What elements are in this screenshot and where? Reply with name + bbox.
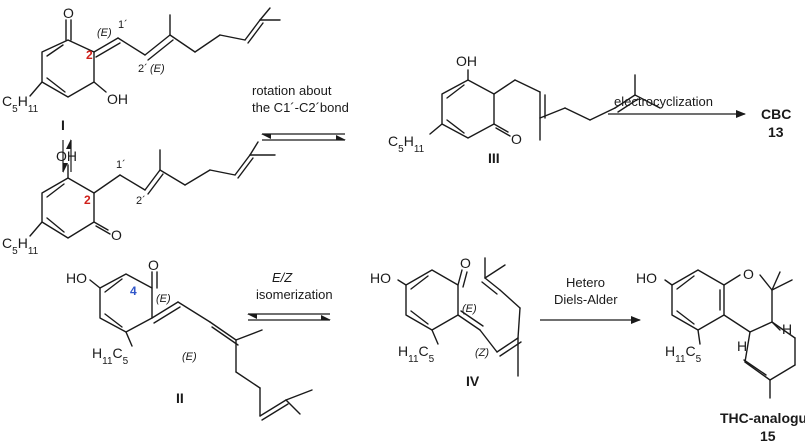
compound-I-rotamer-ketone: O xyxy=(111,227,122,243)
cbc-name: CBC xyxy=(761,106,791,122)
compound-I-rotamer-locant-2: 2´ xyxy=(136,195,146,207)
thc-hydrogen-bottom: H xyxy=(737,338,747,354)
electrocyclization-label: electrocyclization xyxy=(614,94,713,109)
compound-II-stereo-1: (E) xyxy=(156,293,171,305)
hda-label-line-2: Diels-Alder xyxy=(554,292,618,307)
compound-I-rotamer-ring-position: 2 xyxy=(84,193,91,207)
rotation-equilibrium: rotation about the C1´-C2´bond xyxy=(252,83,349,141)
compound-II-ring-position: 4 xyxy=(130,284,137,298)
rotation-label-line-1: rotation about xyxy=(252,83,332,98)
compound-I-stereo-1: (E) xyxy=(97,27,112,39)
compound-IV-pentyl: H11C5 xyxy=(398,343,435,365)
thc-name: THC-analogue xyxy=(720,410,805,426)
compound-III-hydroxyl: OH xyxy=(456,53,477,69)
isomerization-equilibrium: E/Z isomerization xyxy=(247,270,333,321)
compound-II-label: II xyxy=(176,390,184,406)
isomerization-label-line-1: E/Z xyxy=(272,270,293,285)
thc-structure xyxy=(664,269,796,399)
compound-IV-structure xyxy=(397,257,522,377)
compound-II-structure xyxy=(89,271,313,421)
thc-hydrogen-top: H xyxy=(782,321,792,337)
hetero-diels-alder-arrow: Hetero Diels-Alder xyxy=(540,275,641,324)
compound-I-rotamer-hydroxyl: OH xyxy=(56,148,77,164)
compound-III-label: III xyxy=(488,150,500,166)
isomerization-label-line-2: isomerization xyxy=(256,287,333,302)
thc-oxygen: O xyxy=(743,266,754,282)
compound-I-rotamer: OH O C5H11 2 1´ 2´ xyxy=(2,141,276,257)
compound-IV-ketone: O xyxy=(460,255,471,271)
compound-IV: HO O H11C5 (E) (Z) IV xyxy=(370,255,522,389)
hda-label-line-1: Hetero xyxy=(566,275,605,290)
compound-III-pentyl: C5H11 xyxy=(388,133,425,155)
compound-I-locant-1: 1´ xyxy=(118,19,128,31)
compound-I: O OH C5H11 2 (E) 1´ 2´ (E) I xyxy=(2,5,281,133)
compound-CBC: CBC 13 xyxy=(761,106,791,140)
compound-IV-stereo-2: (Z) xyxy=(475,347,489,359)
rotation-label-line-2: the C1´-C2´bond xyxy=(252,100,349,115)
compound-IV-label: IV xyxy=(466,373,480,389)
thc-number: 15 xyxy=(760,428,776,444)
thc-hydroxyl: HO xyxy=(636,270,657,286)
compound-IV-stereo-1: (E) xyxy=(462,303,477,315)
compound-III-structure xyxy=(429,69,661,141)
compound-IV-hydroxyl: HO xyxy=(370,270,391,286)
compound-II-hydroxyl: HO xyxy=(66,270,87,286)
compound-I-ring-position: 2 xyxy=(86,48,93,62)
compound-III: OH O C5H11 III xyxy=(388,53,661,166)
compound-II-ketone: O xyxy=(148,257,159,273)
compound-I-rotamer-pentyl: C5H11 xyxy=(2,235,39,257)
compound-I-pentyl: C5H11 xyxy=(2,93,39,115)
compound-I-rotamer-structure xyxy=(29,141,276,239)
compound-II-pentyl: H11C5 xyxy=(92,345,129,367)
compound-I-ketone: O xyxy=(63,5,74,21)
compound-III-ketone: O xyxy=(511,131,522,147)
compound-I-rotamer-locant-1: 1´ xyxy=(116,159,126,171)
equilibrium-arrow-vertical xyxy=(62,139,72,173)
compound-I-structure xyxy=(29,7,281,98)
compound-II-stereo-2: (E) xyxy=(182,351,197,363)
compound-I-hydroxyl: OH xyxy=(107,91,128,107)
compound-I-locant-2: 2´ xyxy=(138,63,148,75)
electrocyclization-arrow: electrocyclization xyxy=(608,94,746,118)
cbc-number: 13 xyxy=(768,124,784,140)
compound-THC-analogue: HO O H11C5 H H THC-analogue 15 xyxy=(636,266,805,444)
compound-I-label: I xyxy=(61,117,65,133)
compound-I-stereo-2: (E) xyxy=(150,63,165,75)
compound-II: HO O H11C5 4 (E) (E) II xyxy=(66,257,313,421)
thc-pentyl: H11C5 xyxy=(665,343,702,365)
